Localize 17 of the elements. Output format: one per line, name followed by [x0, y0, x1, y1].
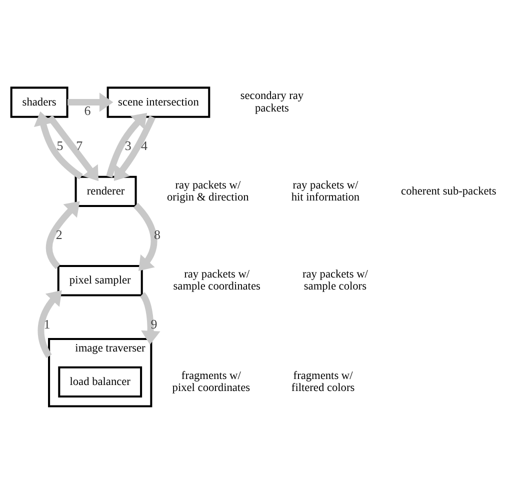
label: fragments w/ pixel coordinates	[172, 369, 250, 394]
label: ray packets w/ origin & direction	[167, 178, 249, 204]
edge-label: 7	[76, 137, 83, 152]
edge-label: 3	[124, 137, 132, 152]
edge-label: 4	[141, 137, 148, 152]
label: secondary ray packets	[240, 90, 304, 114]
label: fragments w/ filtered colors	[291, 369, 355, 394]
label: ray packets w/ hit information	[291, 178, 360, 204]
edge-label: 9	[150, 316, 158, 331]
edge-label: 6	[84, 102, 91, 118]
label: ray packets w/ sample coordinates	[173, 268, 260, 292]
edge-label: 2	[56, 226, 62, 242]
label: ray packets w/ sample colors	[302, 268, 368, 292]
edge-label: 1	[44, 316, 50, 331]
edge-label: 5	[56, 137, 64, 152]
label: coherent sub-packets	[401, 184, 496, 197]
edge-label: 8	[154, 226, 160, 242]
